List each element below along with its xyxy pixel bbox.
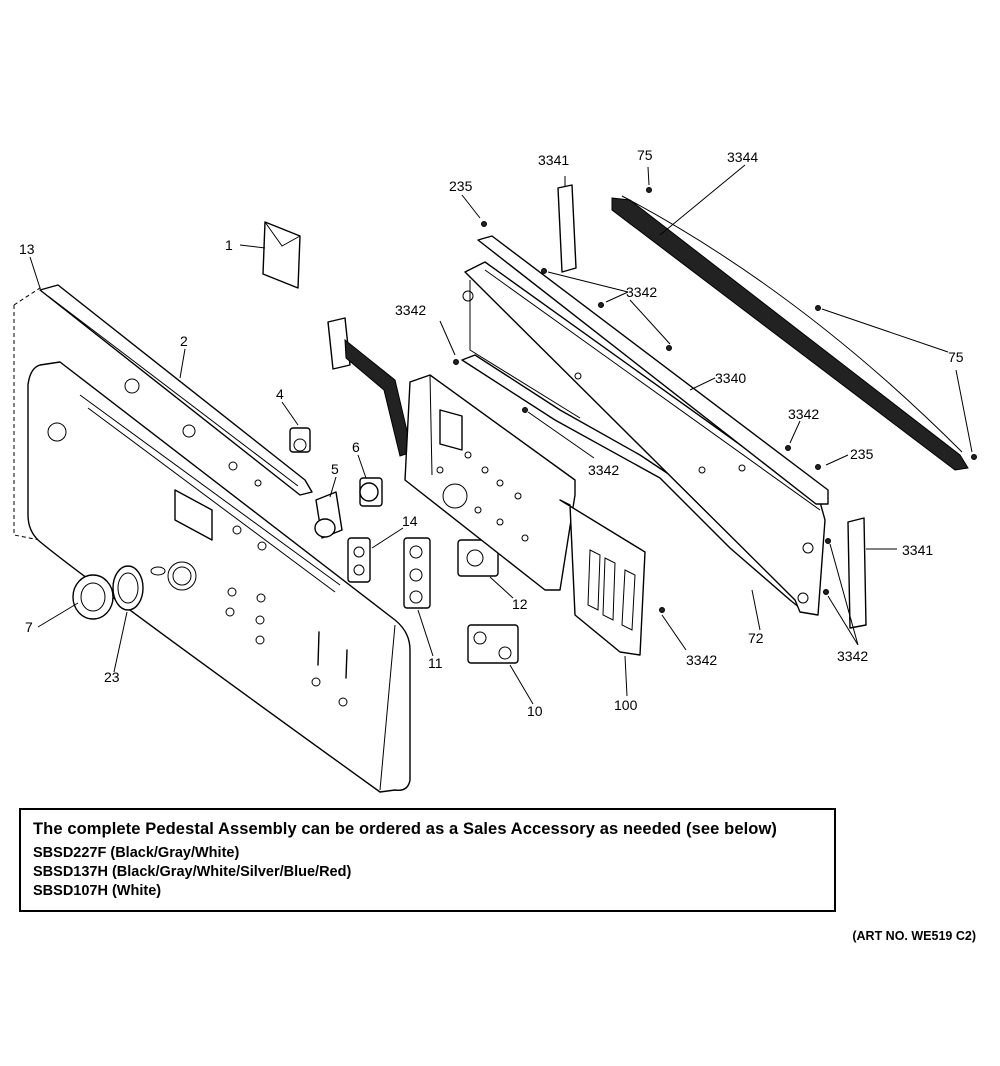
label-2: 2 xyxy=(180,333,188,349)
label-13: 13 xyxy=(19,241,35,257)
part-3341-bracket-right xyxy=(847,517,867,629)
leader-lines xyxy=(29,164,973,705)
label-12: 12 xyxy=(512,596,528,612)
part-14-switch-block xyxy=(347,537,371,583)
label-3342-c: 3342 xyxy=(686,652,717,668)
label-23: 23 xyxy=(104,669,120,685)
part-23-bezel xyxy=(112,565,144,611)
label-1: 1 xyxy=(225,237,233,253)
label-10: 10 xyxy=(527,703,543,719)
label-3342-d: 3342 xyxy=(626,284,657,300)
label-3342-e: 3342 xyxy=(788,406,819,422)
part-2-trim xyxy=(39,284,313,496)
label-11: 11 xyxy=(428,655,443,671)
label-235-b: 235 xyxy=(850,446,874,462)
part-3341-bracket-top xyxy=(557,184,577,273)
part-11-switch-block xyxy=(403,537,431,609)
part-3344-trim xyxy=(611,195,969,471)
label-7: 7 xyxy=(25,619,33,635)
label-72: 72 xyxy=(748,630,764,646)
label-3341-b: 3341 xyxy=(902,542,933,558)
label-6: 6 xyxy=(352,439,360,455)
label-235-a: 235 xyxy=(449,178,473,194)
part-3340-panel xyxy=(462,235,829,616)
pedestal-note-box: The complete Pedestal Assembly can be or… xyxy=(19,808,836,912)
label-3342-a: 3342 xyxy=(395,302,426,318)
label-3340: 3340 xyxy=(715,370,746,386)
part-7-knob xyxy=(72,574,114,620)
label-3342-b: 3342 xyxy=(588,462,619,478)
control-panel xyxy=(27,361,411,793)
part-1-envelope xyxy=(262,221,301,289)
part-4-switch xyxy=(289,427,311,453)
note-title: The complete Pedestal Assembly can be or… xyxy=(33,820,777,838)
control-board xyxy=(404,374,576,591)
part-labels: 1 13 2 4 6 5 14 7 23 12 11 10 100 3342 3… xyxy=(19,147,964,719)
note-line-sbsd227f: SBSD227F (Black/Gray/White) xyxy=(33,845,240,861)
ribbon-cable xyxy=(327,317,413,457)
label-3341-a: 3341 xyxy=(538,152,569,168)
label-14: 14 xyxy=(402,513,418,529)
part-5-switch xyxy=(314,491,343,539)
note-line-sbsd137h: SBSD137H (Black/Gray/White/Silver/Blue/R… xyxy=(33,864,352,880)
label-3344: 3344 xyxy=(727,149,758,165)
note-line-sbsd107h: SBSD107H (White) xyxy=(33,883,162,899)
label-4: 4 xyxy=(276,386,284,402)
part-10-switch xyxy=(467,624,519,664)
label-5: 5 xyxy=(331,461,339,477)
label-75-b: 75 xyxy=(948,349,964,365)
label-100: 100 xyxy=(614,697,638,713)
label-75-a: 75 xyxy=(637,147,653,163)
part-12-switch xyxy=(457,539,499,577)
art-number: (ART NO. WE519 C2) xyxy=(852,929,976,943)
part-6-switch xyxy=(359,477,383,507)
label-3342-f: 3342 xyxy=(837,648,868,664)
screws xyxy=(453,187,977,613)
part-100-display-board xyxy=(559,499,646,656)
